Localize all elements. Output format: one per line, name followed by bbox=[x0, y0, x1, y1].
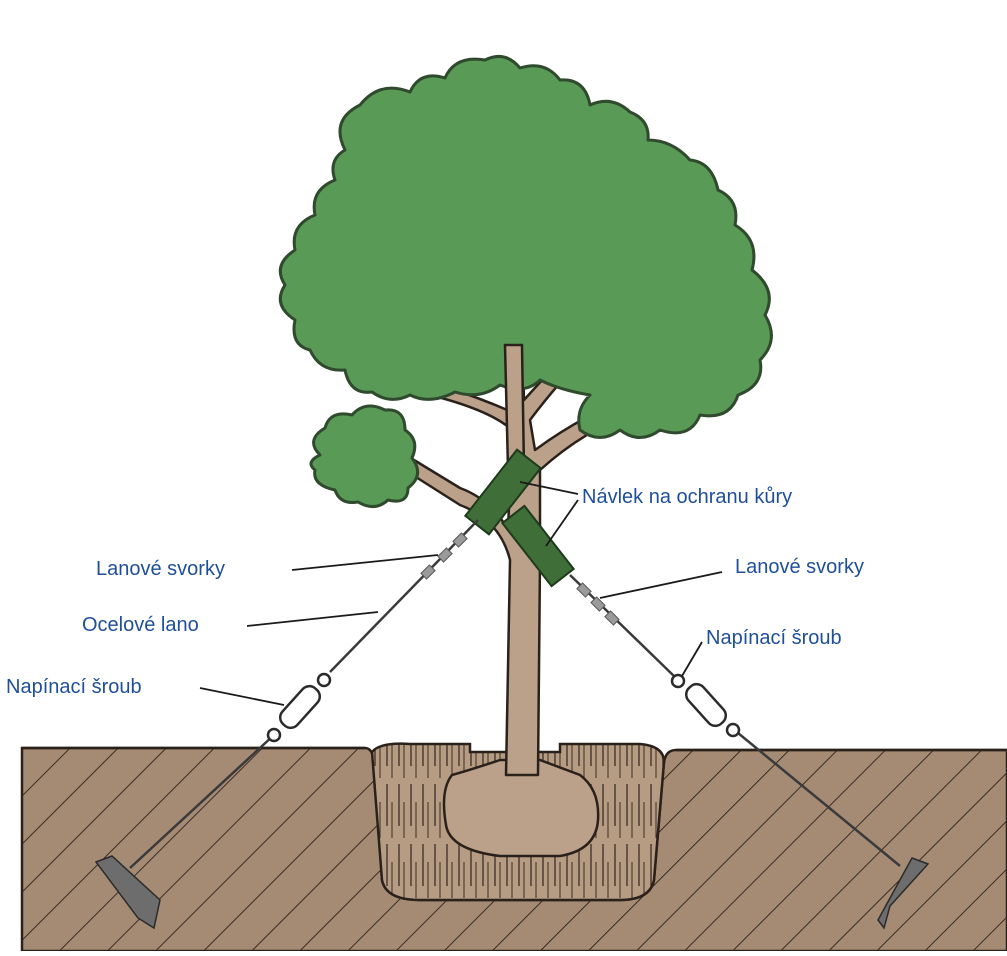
label-steel-rope: Ocelové lano bbox=[82, 614, 199, 636]
label-rope-clamps-right: Lanové svorky bbox=[735, 556, 864, 578]
rope-clamp-icon bbox=[420, 532, 620, 626]
steel-rope-left bbox=[129, 519, 479, 869]
trunk-upper bbox=[503, 343, 526, 472]
turnbuckle-icon bbox=[266, 672, 741, 743]
leader-lines bbox=[199, 481, 723, 706]
label-turnbuckle-right: Napínací šroub bbox=[706, 627, 842, 649]
label-rope-clamps-left: Lanové svorky bbox=[96, 558, 225, 580]
label-turnbuckle-left: Napínací šroub bbox=[6, 676, 142, 698]
foliage bbox=[278, 54, 773, 508]
label-bark-sleeve: Návlek na ochranu kůry bbox=[582, 486, 793, 508]
bark-sleeve bbox=[463, 448, 576, 588]
root-ball bbox=[442, 758, 600, 858]
ground-anchor-icon bbox=[94, 855, 930, 930]
